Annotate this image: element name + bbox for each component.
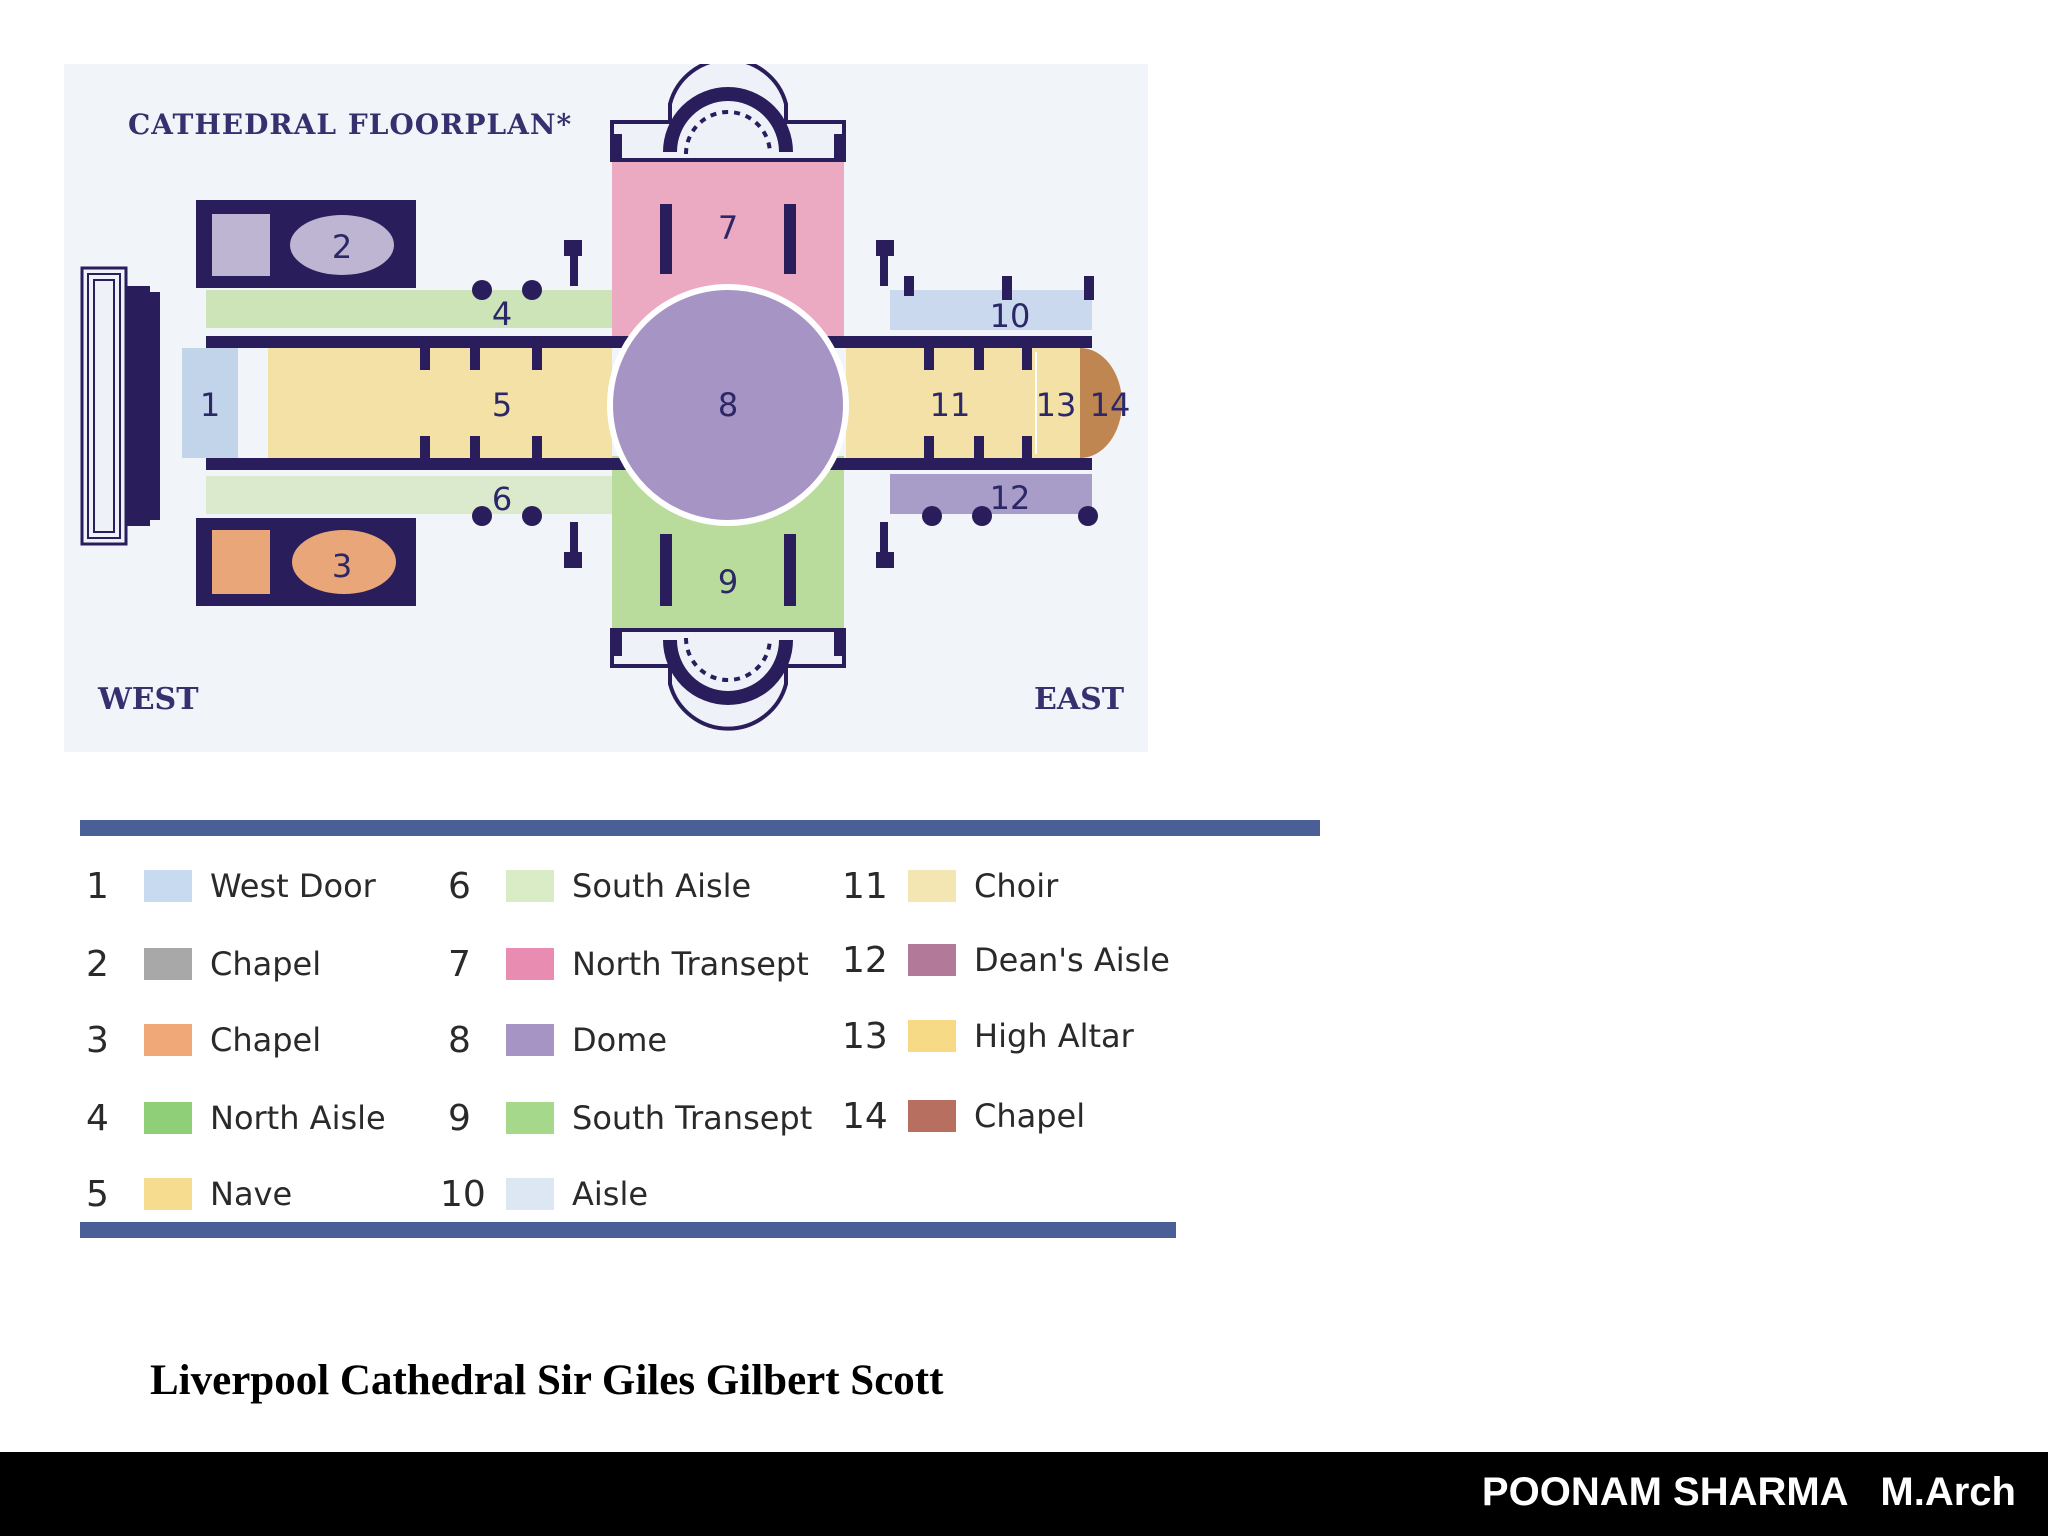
- legend-swatch: [144, 1102, 192, 1134]
- legend-label: Chapel: [974, 1097, 1086, 1135]
- compass-east-label: EAST: [1034, 682, 1125, 717]
- legend-number: 1: [86, 865, 109, 907]
- legend-number: 4: [86, 1097, 109, 1139]
- west-portico: [80, 266, 160, 546]
- legend-item: 11 Choir: [842, 865, 1059, 907]
- north-apse: [610, 64, 846, 162]
- legend-swatch: [506, 1024, 554, 1056]
- legend-label: South Transept: [572, 1099, 813, 1137]
- compass-west-label: WEST: [98, 682, 199, 717]
- legend-item: 10 Aisle: [440, 1173, 649, 1215]
- legend-number: 10: [440, 1173, 486, 1215]
- zone-label-10: 10: [990, 297, 1031, 335]
- legend-label: North Aisle: [210, 1099, 386, 1137]
- legend-item: 3 Chapel: [86, 1019, 322, 1061]
- legend-label: Choir: [974, 867, 1059, 905]
- legend-rule-bottom: [80, 1222, 1176, 1238]
- legend-label: Nave: [210, 1175, 293, 1213]
- legend-swatch: [506, 1178, 554, 1210]
- legend-item: 14 Chapel: [842, 1095, 1086, 1137]
- zone-2-chapel-block: [212, 214, 270, 276]
- legend-label: Chapel: [210, 1021, 322, 1059]
- zone-3-chapel-block: [212, 530, 270, 594]
- legend-number: 14: [842, 1095, 888, 1137]
- zone-13-high-altar: [1034, 348, 1080, 458]
- legend-swatch: [144, 948, 192, 980]
- legend-swatch: [506, 948, 554, 980]
- legend-swatch: [506, 870, 554, 902]
- legend-label: South Aisle: [572, 867, 752, 905]
- zone-6-south-aisle: [206, 476, 612, 514]
- slide-caption: Liverpool Cathedral Sir Giles Gilbert Sc…: [150, 1357, 944, 1404]
- floorplan-title: CATHEDRAL FLOORPLAN*: [128, 108, 573, 141]
- zone-label-2: 2: [332, 228, 352, 266]
- zone-1-west-door: [182, 348, 238, 458]
- legend-item: 5 Nave: [86, 1173, 293, 1215]
- legend-label: North Transept: [572, 945, 809, 983]
- legend-number: 13: [842, 1015, 888, 1057]
- south-apse: [610, 628, 846, 731]
- legend-number: 6: [448, 865, 471, 907]
- zone-label-4: 4: [492, 295, 512, 333]
- legend-item: 13 High Altar: [842, 1015, 1134, 1057]
- legend-number: 9: [448, 1097, 471, 1139]
- zone-14-chapel: [1080, 348, 1122, 458]
- nave-pillars: [420, 204, 1098, 606]
- legend-label: West Door: [210, 867, 376, 905]
- zone-10-aisle: [890, 290, 1092, 330]
- legend-swatch: [144, 870, 192, 902]
- legend-label: Aisle: [572, 1175, 649, 1213]
- legend-number: 8: [448, 1019, 471, 1061]
- legend-swatch: [908, 1020, 956, 1052]
- zone-label-9: 9: [718, 563, 738, 601]
- legend-swatch: [908, 1100, 956, 1132]
- zone-11-choir: [846, 348, 1034, 458]
- legend-label: Chapel: [210, 945, 322, 983]
- legend-swatch: [144, 1178, 192, 1210]
- legend-item: 12 Dean's Aisle: [842, 939, 1170, 981]
- floorplan-drawing: 1 2 3 4 5 6 7 8 9 10 11 12 13 14: [80, 64, 1131, 731]
- zone-3-chapel: [292, 530, 396, 594]
- legend-number: 2: [86, 943, 109, 985]
- legend-number: 11: [842, 865, 888, 907]
- legend-rule-top: [80, 820, 1320, 836]
- footer-author: POONAM SHARMA M.Arch: [1481, 1470, 2016, 1514]
- zone-label-7: 7: [718, 209, 738, 247]
- legend-item: 7 North Transept: [448, 943, 809, 985]
- footer-bar: POONAM SHARMA M.Arch: [0, 1452, 2048, 1536]
- legend-number: 5: [86, 1173, 109, 1215]
- zone-label-14: 14: [1090, 386, 1131, 424]
- legend-item: 2 Chapel: [86, 943, 322, 985]
- legend-label: High Altar: [974, 1017, 1134, 1055]
- zone-label-6: 6: [492, 480, 512, 518]
- legend-item: 1 West Door: [86, 865, 376, 907]
- legend-number: 7: [448, 943, 471, 985]
- zone-label-11: 11: [930, 386, 971, 424]
- legend-swatch: [908, 944, 956, 976]
- legend-swatch: [506, 1102, 554, 1134]
- zone-label-13: 13: [1036, 386, 1077, 424]
- zone-label-8: 8: [718, 386, 738, 424]
- zone-8-dome: [607, 284, 849, 526]
- legend-item: 9 South Transept: [448, 1097, 813, 1139]
- zone-label-3: 3: [332, 547, 352, 585]
- zone-label-5: 5: [492, 386, 512, 424]
- zone-label-1: 1: [200, 386, 220, 424]
- legend-swatch: [908, 870, 956, 902]
- zone-12-deans-aisle: [890, 474, 1092, 514]
- legend-label: Dome: [572, 1021, 668, 1059]
- zone-2-chapel: [290, 215, 394, 275]
- legend-number: 12: [842, 939, 888, 981]
- legend-item: 8 Dome: [448, 1019, 668, 1061]
- zone-5-nave: [268, 348, 612, 458]
- legend-label: Dean's Aisle: [974, 941, 1170, 979]
- legend-item: 6 South Aisle: [448, 865, 752, 907]
- floorplan-diagram: 1 2 3 4 5 6 7 8 9 10 11 12 13 14 CATHEDR…: [64, 64, 1148, 752]
- zone-label-12: 12: [990, 479, 1031, 517]
- zone-4-north-aisle: [206, 290, 612, 328]
- legend-number: 3: [86, 1019, 109, 1061]
- legend-item: 4 North Aisle: [86, 1097, 386, 1139]
- legend-swatch: [144, 1024, 192, 1056]
